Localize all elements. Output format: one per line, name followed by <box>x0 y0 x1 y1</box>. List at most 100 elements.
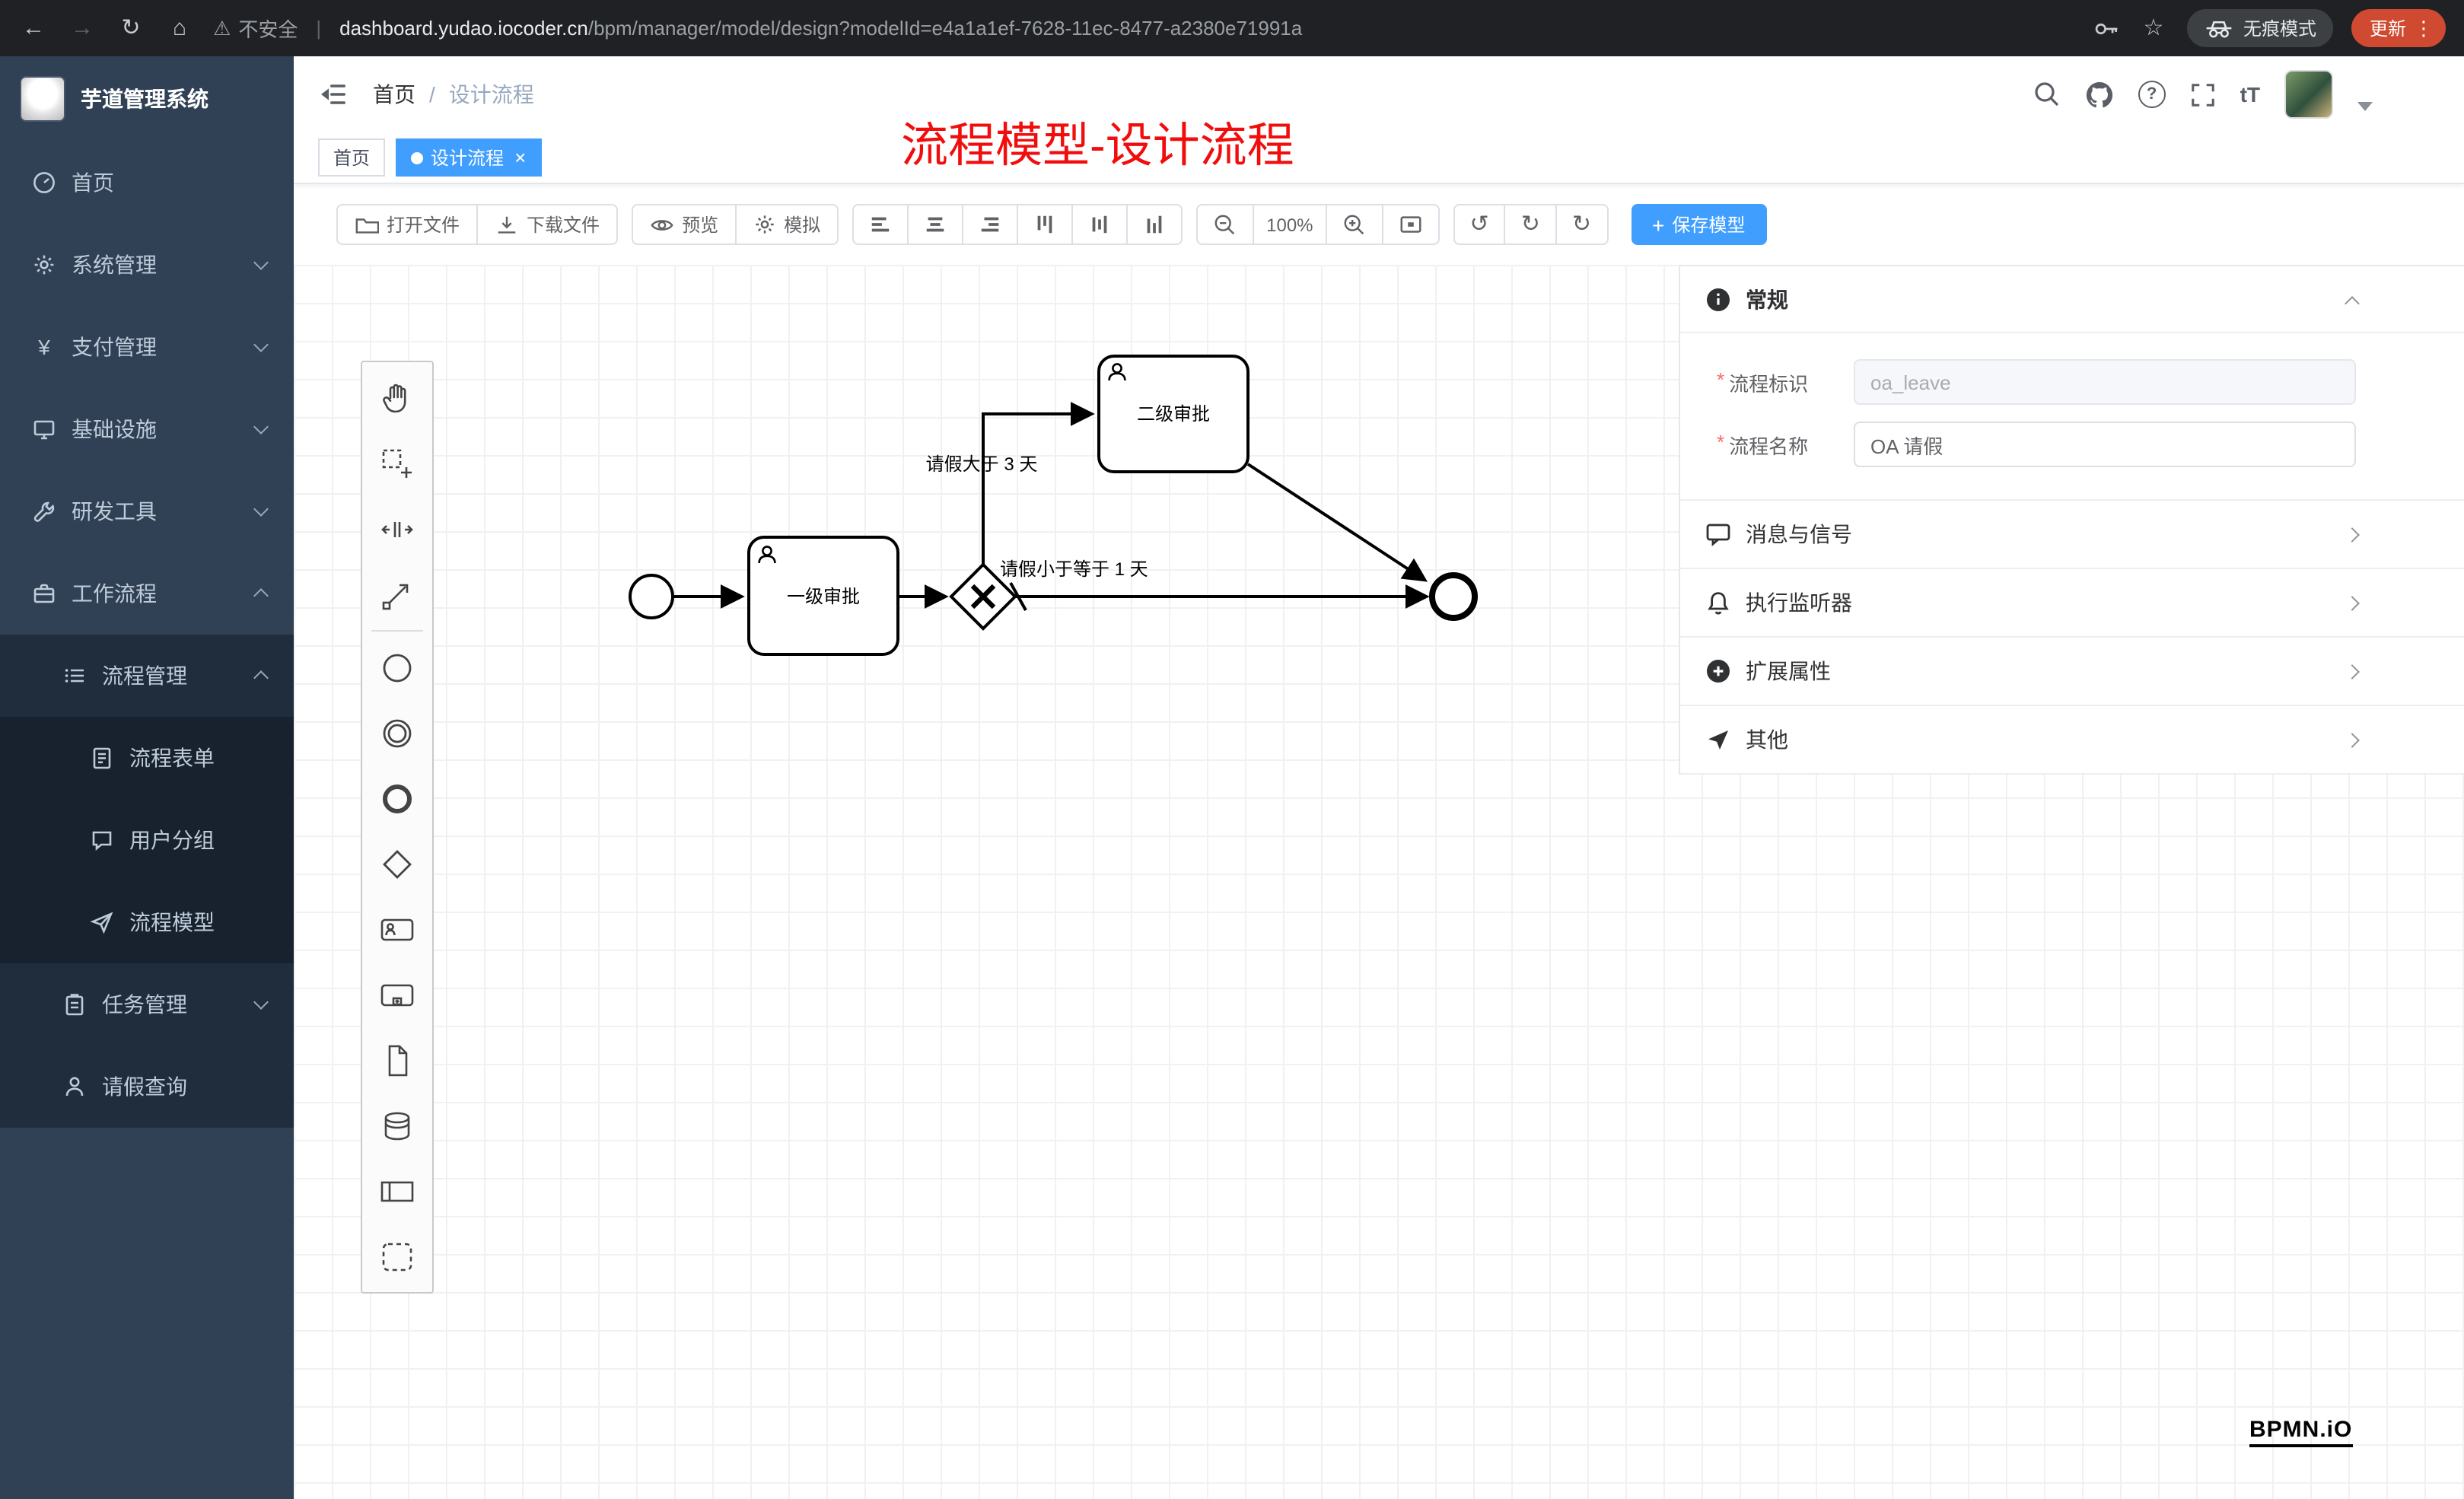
palette-datastore[interactable] <box>362 1093 432 1158</box>
sidebar-item-label: 基础设施 <box>72 417 157 441</box>
sidebar-item-process-management[interactable]: 流程管理 <box>0 635 294 717</box>
browser-back-icon[interactable]: ← <box>22 15 45 41</box>
chevron-down-icon <box>253 419 269 434</box>
chevron-down-icon <box>253 255 269 270</box>
chat-icon <box>88 828 116 852</box>
security-chip[interactable]: ⚠ 不安全 <box>213 14 298 43</box>
sidebar-item-infrastructure[interactable]: 基础设施 <box>0 388 294 470</box>
palette-hand-tool[interactable] <box>362 365 432 431</box>
browser-home-icon[interactable]: ⌂ <box>172 15 187 41</box>
exclusive-gateway[interactable] <box>949 562 1017 631</box>
reset-zoom-button[interactable] <box>1381 204 1440 245</box>
palette-space-tool[interactable] <box>362 496 432 562</box>
sidebar-item-process-form[interactable]: 流程表单 <box>0 717 294 799</box>
palette-group[interactable] <box>362 1224 432 1289</box>
breadcrumb: 首页 / 设计流程 <box>373 79 534 110</box>
help-icon[interactable]: ? <box>2138 81 2166 108</box>
sidebar-item-payment[interactable]: ¥ 支付管理 <box>0 306 294 388</box>
tab-design-process[interactable]: 设计流程 × <box>396 138 542 177</box>
breadcrumb-home[interactable]: 首页 <box>373 82 415 107</box>
bookmark-star-icon[interactable]: ☆ <box>2143 15 2164 41</box>
fullscreen-icon[interactable] <box>2190 81 2216 107</box>
user-task-level2[interactable]: 二级审批 <box>1097 355 1250 473</box>
zoom-level-display[interactable]: 100% <box>1253 204 1327 245</box>
url-text[interactable]: dashboard.yudao.iocoder.cn /bpm/manager/… <box>339 17 2074 40</box>
align-middle-button[interactable] <box>1071 204 1129 245</box>
simulate-button[interactable]: 模拟 <box>735 204 839 245</box>
flow-gateway-to-task2[interactable] <box>982 402 1095 565</box>
process-key-label: * 流程标识 <box>1717 368 1832 396</box>
palette-start-event[interactable] <box>362 635 432 700</box>
undo-button[interactable]: ↺ <box>1453 204 1506 245</box>
user-avatar[interactable] <box>2284 70 2333 119</box>
chevron-right-icon <box>2345 733 2360 748</box>
zoom-out-button[interactable] <box>1196 204 1255 245</box>
process-name-input[interactable] <box>1854 422 2356 467</box>
restart-button[interactable]: ↻ <box>1555 204 1608 245</box>
sidebar-item-devtools[interactable]: 研发工具 <box>0 470 294 552</box>
gear-icon <box>30 253 58 277</box>
sidebar-item-workflow[interactable]: 工作流程 <box>0 552 294 635</box>
tags-view-bar: 首页 设计流程 × <box>294 132 2464 184</box>
redo-button[interactable]: ↻ <box>1504 204 1557 245</box>
palette-end-event[interactable] <box>362 765 432 831</box>
save-model-button[interactable]: + 保存模型 <box>1631 204 1767 245</box>
palette-intermediate-event[interactable] <box>362 700 432 765</box>
sidebar-collapse-icon[interactable] <box>318 79 349 110</box>
align-left-button[interactable] <box>852 204 909 245</box>
sidebar-item-leave-query[interactable]: 请假查询 <box>0 1045 294 1128</box>
sidebar-item-label: 首页 <box>72 170 114 195</box>
github-icon[interactable] <box>2085 80 2114 109</box>
download-file-button[interactable]: 下载文件 <box>476 204 619 245</box>
palette-file[interactable] <box>362 1027 432 1093</box>
yen-icon: ¥ <box>38 335 50 359</box>
flow-task2-to-end[interactable] <box>1246 463 1428 582</box>
panel-section-execution-listener[interactable]: 执行监听器 <box>1680 569 2464 638</box>
search-icon[interactable] <box>2033 81 2061 108</box>
panel-section-other[interactable]: 其他 <box>1680 706 2464 775</box>
preview-button[interactable]: 预览 <box>632 204 737 245</box>
default-flow-marker <box>1009 582 1027 611</box>
key-icon[interactable] <box>2093 14 2120 42</box>
align-right-button[interactable] <box>962 204 1019 245</box>
avatar-caret-icon[interactable] <box>2357 102 2373 111</box>
panel-section-general[interactable]: 常规 <box>1680 266 2464 333</box>
sidebar-item-system[interactable]: 系统管理 <box>0 224 294 306</box>
palette-subprocess[interactable] <box>362 962 432 1027</box>
browser-forward-icon[interactable]: → <box>71 15 94 41</box>
sidebar-item-process-model[interactable]: 流程模型 <box>0 881 294 963</box>
sidebar-item-home[interactable]: 首页 <box>0 142 294 224</box>
gear-icon <box>753 213 776 236</box>
palette-user-task[interactable] <box>362 896 432 962</box>
app-title: 芋道管理系统 <box>81 87 209 111</box>
tab-home[interactable]: 首页 <box>318 138 386 177</box>
align-center-button[interactable] <box>907 204 964 245</box>
flow-label-le1: 请假小于等于 1 天 <box>1000 559 1148 580</box>
close-tab-icon[interactable]: × <box>514 146 527 169</box>
sidebar-item-label: 支付管理 <box>72 335 157 359</box>
align-bottom-button[interactable] <box>1126 204 1183 245</box>
browser-menu-icon[interactable]: ⋮ <box>2414 16 2434 39</box>
end-event[interactable] <box>1429 572 1478 621</box>
palette-global-connect-tool[interactable] <box>362 562 432 627</box>
panel-section-message-signal[interactable]: 消息与信号 <box>1680 501 2464 569</box>
folder-icon <box>355 212 379 237</box>
bpmn-io-logo[interactable]: BPMN.iO <box>2249 1417 2353 1447</box>
align-right-icon <box>979 213 1001 236</box>
align-top-button[interactable] <box>1017 204 1074 245</box>
start-event[interactable] <box>629 574 674 619</box>
zoom-in-button[interactable] <box>1325 204 1383 245</box>
process-key-input[interactable] <box>1854 359 2356 405</box>
palette-gateway[interactable] <box>362 831 432 896</box>
open-file-button[interactable]: 打开文件 <box>336 204 479 245</box>
process-key-label-text: 流程标识 <box>1729 372 1809 395</box>
user-task-level1[interactable]: 一级审批 <box>747 536 899 656</box>
panel-section-extended-attributes[interactable]: 扩展属性 <box>1680 638 2464 706</box>
sidebar-item-user-group[interactable]: 用户分组 <box>0 799 294 881</box>
palette-participant[interactable] <box>362 1158 432 1224</box>
font-size-icon[interactable]: tT <box>2240 82 2260 107</box>
browser-reload-icon[interactable]: ↻ <box>121 15 141 41</box>
update-button[interactable]: 更新 ⋮ <box>2351 9 2446 47</box>
sidebar-item-task-management[interactable]: 任务管理 <box>0 963 294 1045</box>
palette-lasso-tool[interactable] <box>362 431 432 496</box>
